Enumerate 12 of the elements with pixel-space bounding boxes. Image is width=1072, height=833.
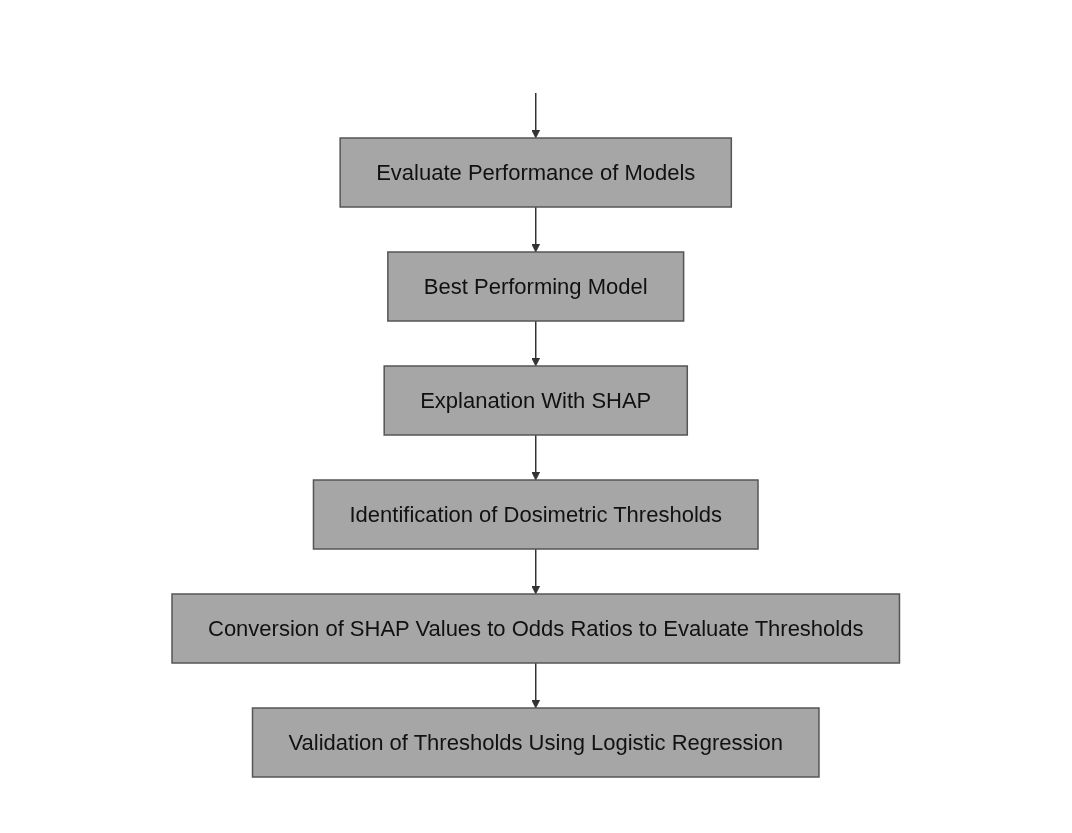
arrow xyxy=(531,319,541,366)
arrow xyxy=(531,205,541,252)
node-box: Conversion of SHAP Values to Odds Ratios to Evaluate Thresholds xyxy=(171,592,901,664)
arrow xyxy=(531,661,541,708)
node-box: Identification of Dosimetric Thresholds xyxy=(313,478,759,550)
node-box: Validation of Thresholds Using Logistic Regression xyxy=(252,706,820,778)
arrow xyxy=(531,91,541,138)
node-box: Explanation With SHAP xyxy=(383,364,689,436)
arrow xyxy=(531,433,541,480)
node-box: Evaluate Performance of Models xyxy=(339,136,733,208)
arrow xyxy=(531,547,541,594)
node-box: Best Performing Model xyxy=(387,250,685,322)
